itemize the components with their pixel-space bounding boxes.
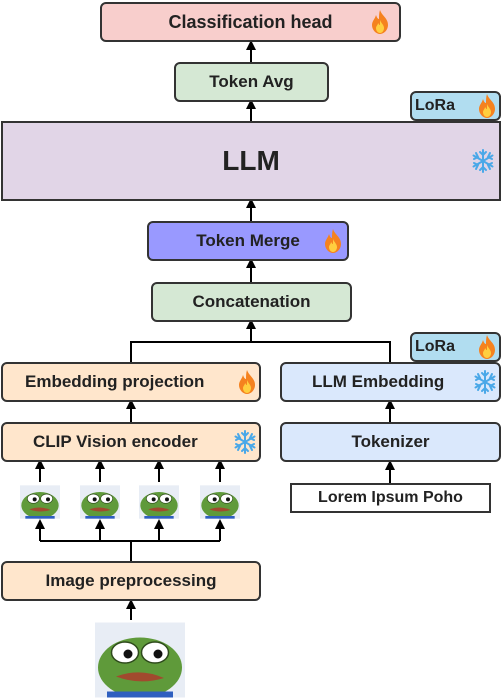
embedding-projection-label: Embedding projection bbox=[25, 372, 205, 391]
frog-crop-3 bbox=[139, 484, 179, 520]
snowflake-icon bbox=[234, 430, 256, 454]
classification-head-box: Classification head bbox=[100, 2, 401, 42]
concatenation-box: Concatenation bbox=[151, 282, 352, 322]
clip-encoder-label: CLIP Vision encoder bbox=[33, 432, 198, 451]
connector-branches-to-concat bbox=[130, 341, 391, 362]
snowflake-icon bbox=[472, 149, 494, 173]
frog-input-image bbox=[95, 621, 185, 699]
frog-crop-2 bbox=[80, 484, 120, 520]
token-merge-box: Token Merge bbox=[147, 221, 349, 261]
embedding-projection-box: Embedding projection bbox=[1, 362, 261, 402]
llm-embedding-label: LLM Embedding bbox=[312, 372, 445, 391]
image-preprocessing-label: Image preprocessing bbox=[45, 571, 217, 590]
llm-label: LLM bbox=[222, 145, 280, 176]
fire-icon bbox=[325, 229, 341, 253]
token-avg-label: Token Avg bbox=[209, 72, 294, 91]
token-avg-box: Token Avg bbox=[174, 62, 329, 102]
image-preprocessing-box: Image preprocessing bbox=[1, 561, 261, 601]
frog-crop-1 bbox=[20, 484, 60, 520]
concatenation-label: Concatenation bbox=[192, 292, 311, 311]
fire-icon bbox=[372, 10, 388, 34]
input-text-box: Lorem Ipsum Poho bbox=[290, 483, 491, 513]
llm-embedding-box: LLM Embedding bbox=[280, 362, 501, 402]
tokenizer-label: Tokenizer bbox=[351, 432, 430, 451]
fire-icon bbox=[479, 335, 495, 359]
lora-mid-label: LoRa bbox=[415, 338, 455, 355]
clip-encoder-box: CLIP Vision encoder bbox=[1, 422, 261, 462]
input-text-label: Lorem Ipsum Poho bbox=[318, 489, 463, 506]
llm-box: LLM bbox=[1, 121, 501, 201]
frog-crop-4 bbox=[200, 484, 240, 520]
tokenizer-box: Tokenizer bbox=[280, 422, 501, 462]
fire-icon bbox=[239, 370, 255, 394]
token-merge-label: Token Merge bbox=[196, 231, 300, 250]
classification-head-label: Classification head bbox=[168, 11, 333, 32]
connectors bbox=[35, 40, 395, 620]
fire-icon bbox=[479, 94, 495, 118]
snowflake-icon bbox=[474, 370, 496, 394]
lora-top-label: LoRa bbox=[415, 97, 455, 114]
